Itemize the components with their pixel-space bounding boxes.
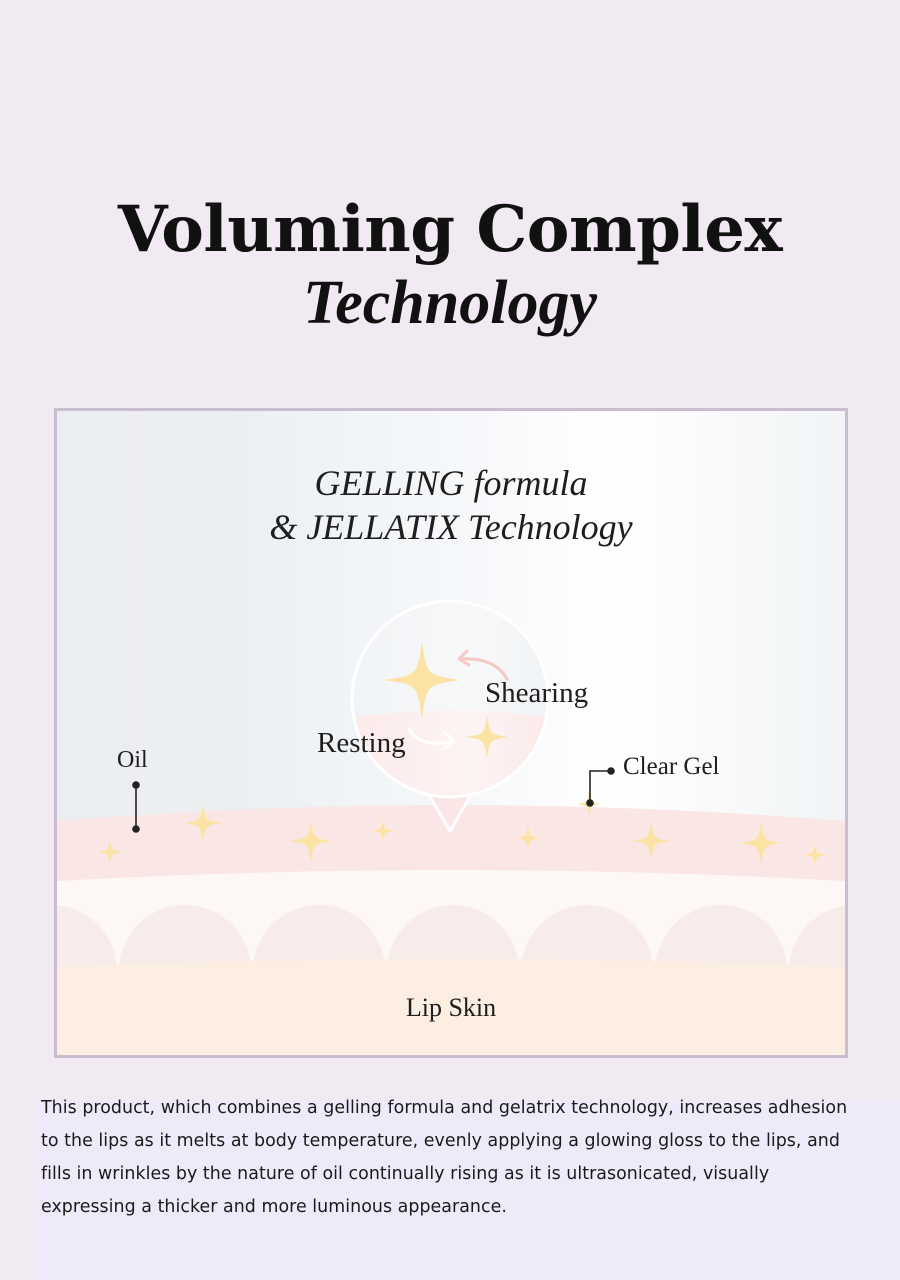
clear-gel-callout <box>586 767 615 807</box>
formula-line-2: & JELLATIX Technology <box>269 507 633 547</box>
formula-title: GELLING formula & JELLATIX Technology <box>57 461 845 549</box>
page-subtitle: Technology <box>303 269 597 337</box>
description-panel: This product, which combines a gelling f… <box>36 1098 900 1280</box>
label-lip-skin: Lip Skin <box>405 993 497 1022</box>
lip-skin-layer <box>57 959 845 1055</box>
curved-arrow-icon <box>407 727 455 745</box>
formula-line-1: GELLING formula <box>314 463 588 503</box>
label-shearing: Shearing <box>485 677 589 709</box>
label-oil: Oil <box>117 747 148 773</box>
oil-callout <box>132 781 140 833</box>
page-title: Voluming Complex <box>117 192 783 267</box>
skin-cells <box>57 905 845 971</box>
label-clear-gel: Clear Gel <box>623 753 720 780</box>
curved-arrow-icon <box>459 657 509 681</box>
label-resting: Resting <box>317 727 406 759</box>
magnifier-bubble <box>350 599 550 833</box>
diagram-illustration <box>57 599 845 1055</box>
description-text: This product, which combines a gelling f… <box>41 1098 848 1217</box>
technology-diagram: GELLING formula & JELLATIX Technology Oi… <box>54 408 848 1058</box>
gel-layer <box>57 805 845 881</box>
